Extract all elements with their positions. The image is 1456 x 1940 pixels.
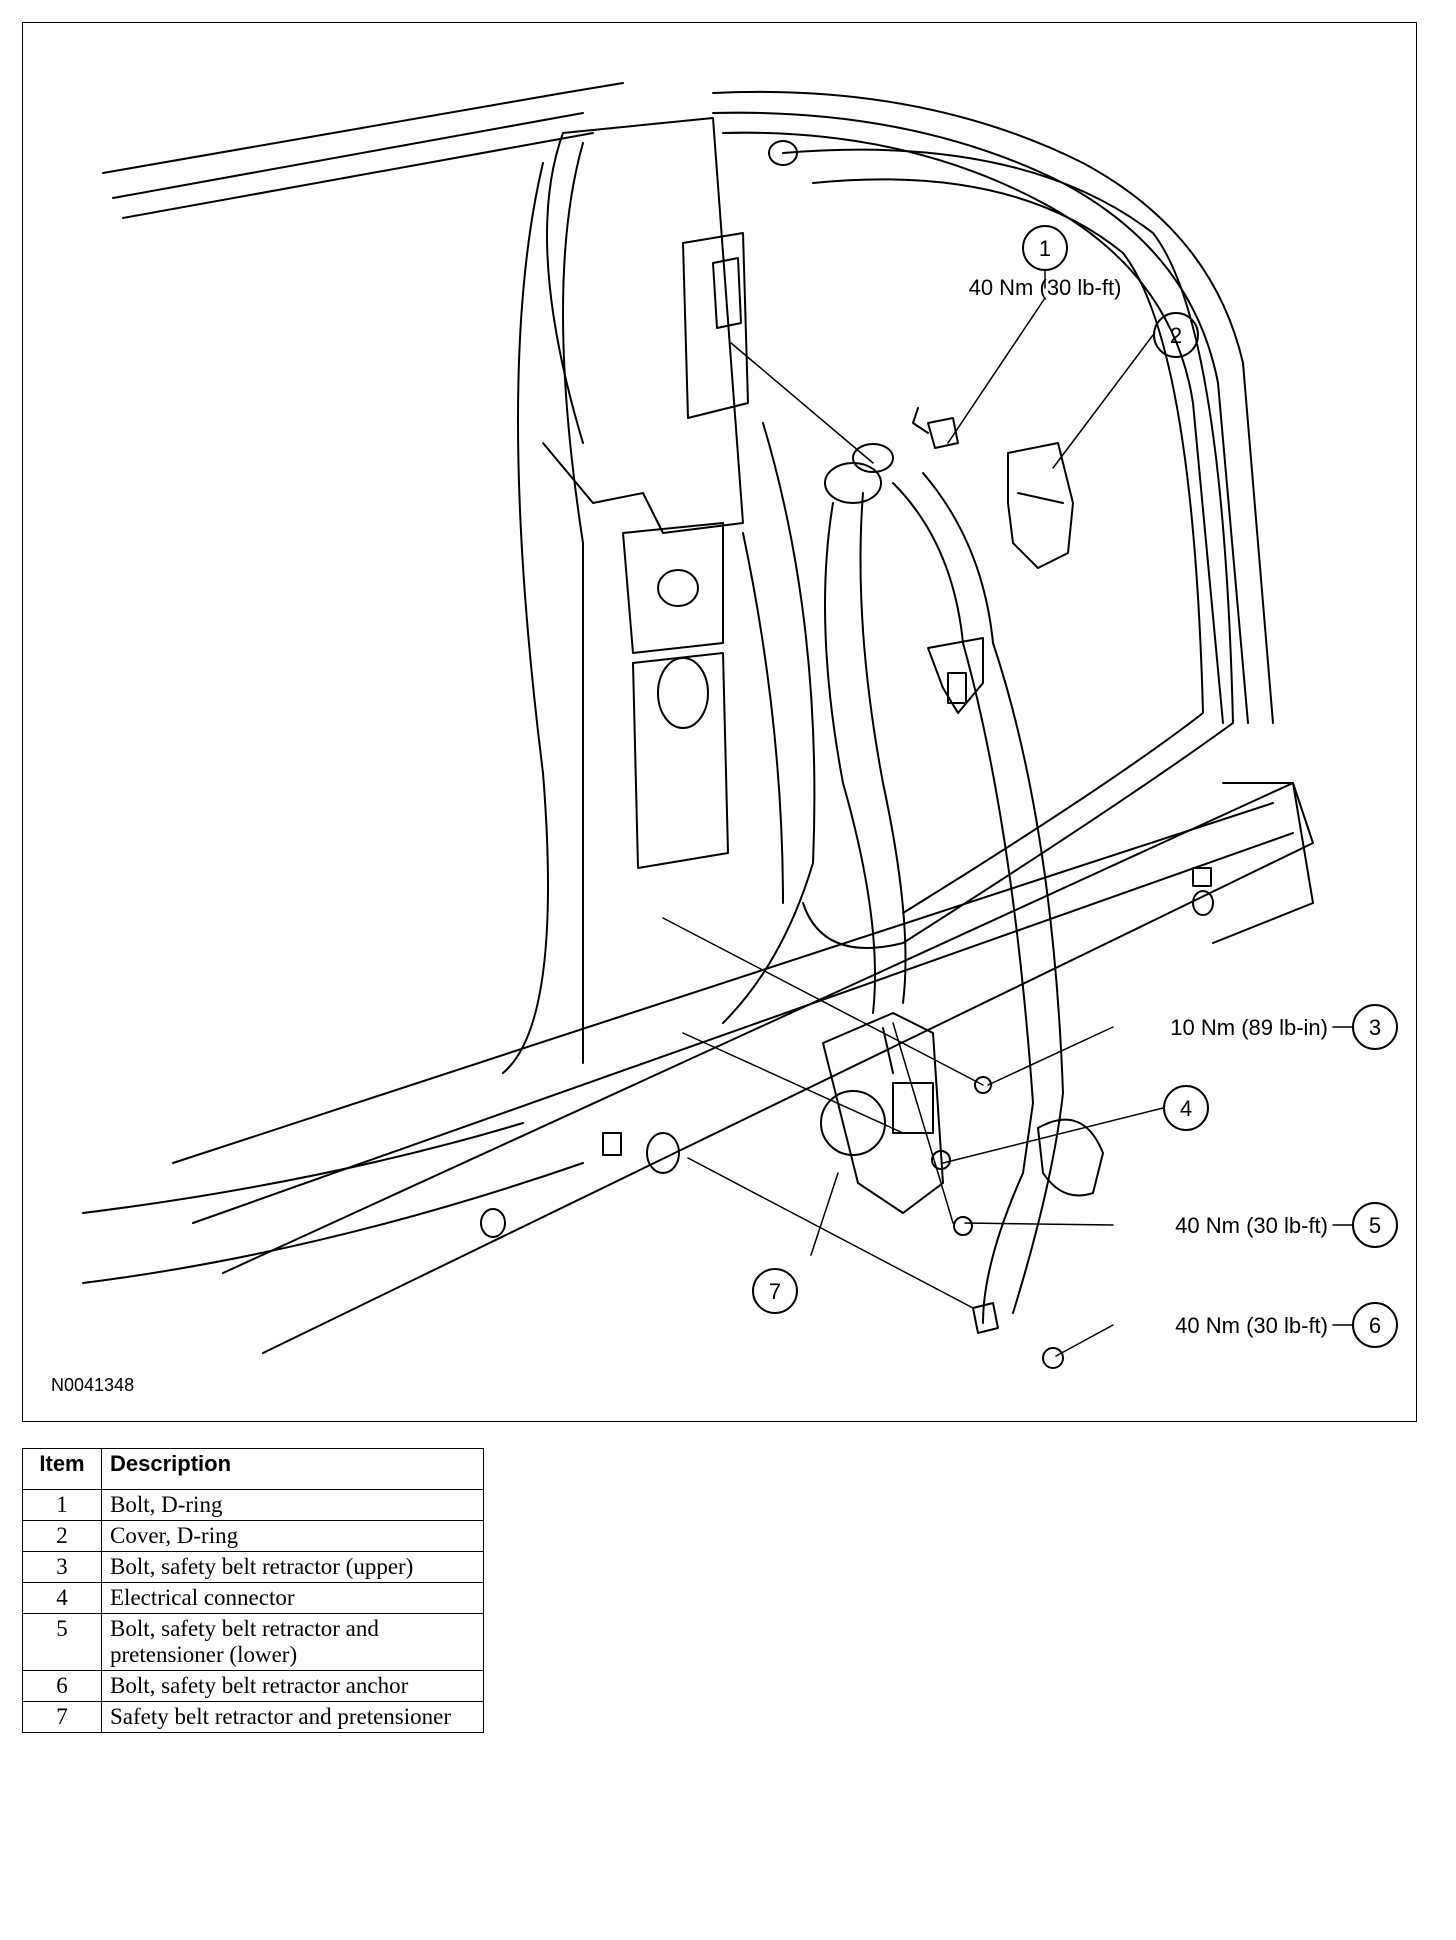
callout-circle-1 bbox=[1022, 225, 1068, 271]
item-number: 4 bbox=[22, 1582, 102, 1614]
item-description: Cover, D-ring bbox=[101, 1520, 484, 1552]
callout-number-2: 2 bbox=[1170, 323, 1182, 348]
door-opening bbox=[782, 148, 1234, 949]
item-description: Bolt, safety belt retractor (upper) bbox=[101, 1551, 484, 1583]
diagram-figure: 1 2 3 4 5 6 7 40 Nm (30 lb-ft) 10 Nm (89… bbox=[22, 22, 1417, 1422]
seat-belt-webbing bbox=[824, 472, 1064, 1324]
item-description: Bolt, safety belt retractor and pretensi… bbox=[101, 1613, 484, 1671]
parts-table: Item Description 1 Bolt, D-ring 2 Cover,… bbox=[22, 1448, 484, 1733]
table-row: 4 Electrical connector bbox=[22, 1582, 484, 1614]
callout-number-6: 6 bbox=[1369, 1313, 1381, 1338]
torque-label-3: 10 Nm (89 lb-in) bbox=[1170, 1015, 1328, 1040]
item-number: 1 bbox=[22, 1489, 102, 1521]
callout-number-7: 7 bbox=[769, 1279, 781, 1304]
callout-circle-3 bbox=[1352, 1004, 1398, 1050]
item-number: 3 bbox=[22, 1551, 102, 1583]
d-ring-bolt bbox=[912, 407, 959, 449]
callout-number-4: 4 bbox=[1180, 1096, 1192, 1121]
bolt-heads bbox=[931, 1076, 1064, 1369]
table-row: 3 Bolt, safety belt retractor (upper) bbox=[22, 1551, 484, 1583]
callout-circle-7 bbox=[752, 1268, 798, 1314]
item-number: 5 bbox=[22, 1613, 102, 1671]
table-header-row: Item Description bbox=[22, 1448, 484, 1490]
item-description: Electrical connector bbox=[101, 1582, 484, 1614]
item-number: 2 bbox=[22, 1520, 102, 1552]
item-header: Item bbox=[22, 1448, 102, 1490]
retractor-assembly bbox=[820, 1012, 944, 1214]
belt-anchor bbox=[972, 1118, 1104, 1334]
table-row: 1 Bolt, D-ring bbox=[22, 1489, 484, 1521]
d-ring-cover bbox=[1007, 442, 1074, 569]
callout-number-1: 1 bbox=[1039, 236, 1051, 261]
callout-circle-2 bbox=[1153, 312, 1199, 358]
belt-tongue bbox=[927, 637, 984, 714]
d-ring bbox=[824, 443, 894, 504]
item-description: Safety belt retractor and pretensioner bbox=[101, 1701, 484, 1733]
callout-number-5: 5 bbox=[1369, 1213, 1381, 1238]
callout-circle-4 bbox=[1163, 1085, 1209, 1131]
item-description: Bolt, D-ring bbox=[101, 1489, 484, 1521]
item-number: 6 bbox=[22, 1670, 102, 1702]
callout-circle-6 bbox=[1352, 1302, 1398, 1348]
item-number: 7 bbox=[22, 1701, 102, 1733]
leader-lines bbox=[810, 270, 1354, 1357]
item-description: Bolt, safety belt retractor anchor bbox=[101, 1670, 484, 1702]
description-header: Description bbox=[101, 1448, 484, 1490]
torque-label-5: 40 Nm (30 lb-ft) bbox=[1175, 1213, 1328, 1238]
exploded-view-drawing: 1 2 3 4 5 6 7 40 Nm (30 lb-ft) 10 Nm (89… bbox=[51, 82, 1398, 1395]
table-row: 5 Bolt, safety belt retractor and preten… bbox=[22, 1613, 484, 1671]
table-row: 6 Bolt, safety belt retractor anchor bbox=[22, 1670, 484, 1702]
b-pillar bbox=[502, 117, 816, 1074]
rocker-panel bbox=[82, 782, 1314, 1354]
figure-id: N0041348 bbox=[51, 1375, 134, 1395]
table-row: 2 Cover, D-ring bbox=[22, 1520, 484, 1552]
callout-number-3: 3 bbox=[1369, 1015, 1381, 1040]
callout-circle-5 bbox=[1352, 1202, 1398, 1248]
table-row: 7 Safety belt retractor and pretensioner bbox=[22, 1701, 484, 1733]
torque-label-1: 40 Nm (30 lb-ft) bbox=[969, 275, 1122, 300]
alignment-lines bbox=[662, 342, 984, 1309]
torque-label-6: 40 Nm (30 lb-ft) bbox=[1175, 1313, 1328, 1338]
